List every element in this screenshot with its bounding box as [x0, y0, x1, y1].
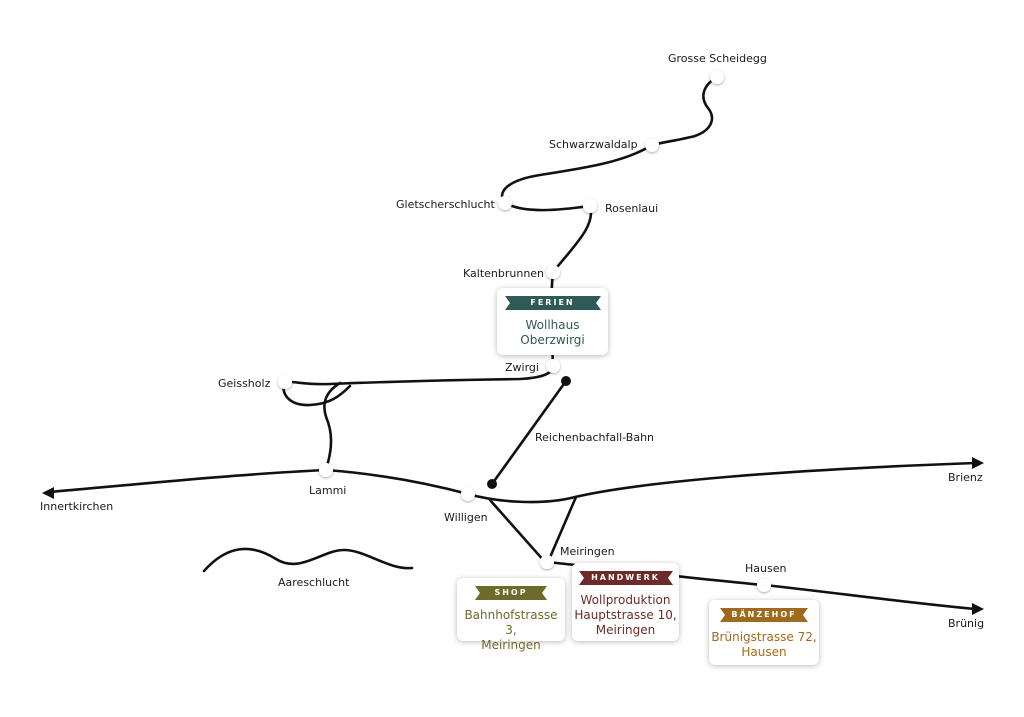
ribbon-shop: SHOP [475, 586, 547, 600]
ribbon-baenzehof-shape [720, 608, 808, 622]
route-geissholz-lammi [323, 381, 342, 472]
node-lammi[interactable] [319, 463, 333, 477]
node-grosse-scheidegg[interactable] [710, 70, 724, 84]
route-brienz-meiringen [546, 495, 578, 564]
ferien-line2: Oberzwirgi [520, 333, 585, 347]
route-willigen-meiringen [488, 498, 547, 564]
label-innertkirchen: Innertkirchen [40, 500, 113, 513]
card-shop[interactable]: SHOP Bahnhofstrasse 3, Meiringen [457, 578, 565, 652]
route-zwirgi-geissholz [283, 364, 555, 386]
label-lammi: Lammi [309, 484, 346, 497]
baenzehof-line2: Hausen [741, 645, 787, 659]
card-baenzehof[interactable]: BÄNZEHOF Brünigstrasse 72, Hausen [709, 600, 819, 665]
handwerk-line1: Wollproduktion [580, 593, 671, 607]
tag-shop: SHOP [494, 588, 528, 597]
route-rosenlaui-kaltenbrunnen [551, 204, 593, 274]
route-geissholz-loop [282, 380, 352, 407]
label-willigen: Willigen [444, 511, 488, 524]
label-bruenig: Brünig [948, 617, 984, 630]
tag-baenzehof: BÄNZEHOF [731, 610, 797, 619]
label-meiringen: Meiringen [560, 545, 615, 558]
label-brienz: Brienz [948, 471, 983, 484]
route-scheidegg-schwarzwaldalp [650, 75, 719, 147]
node-willigen[interactable] [461, 487, 475, 501]
label-rosenlaui: Rosenlaui [605, 202, 658, 215]
node-schwarzwaldalp[interactable] [645, 138, 659, 152]
label-geissholz: Geissholz [218, 377, 271, 390]
node-meiringen[interactable] [540, 555, 554, 569]
card-ferien[interactable]: FERIEN Wollhaus Oberzwirgi [497, 288, 608, 355]
label-aareschlucht: Aareschlucht [278, 576, 350, 589]
route-lammi-willigen [324, 468, 470, 496]
aareschlucht-wave [202, 547, 414, 573]
baenzehof-line1: Brünigstrasse 72, [711, 630, 817, 644]
route-schwarzwaldalp-gletscherschlucht [500, 143, 654, 205]
label-reichenbachfall-bahn: Reichenbachfall-Bahn [535, 431, 654, 444]
route-gletscherschlucht-rosenlaui [503, 201, 592, 212]
arrow-innertkirchen [42, 487, 54, 499]
shop-line1: Bahnhofstrasse 3, [464, 608, 558, 637]
ribbon-ferien: FERIEN [504, 296, 601, 310]
node-gletscherschlucht[interactable] [498, 196, 512, 210]
node-rosenlaui[interactable] [583, 199, 597, 213]
label-zwirgi: Zwirgi [505, 361, 539, 374]
ribbon-shop-shape [475, 586, 547, 600]
label-kaltenbrunnen: Kaltenbrunnen [463, 267, 544, 280]
arrow-brienz [972, 457, 984, 469]
tag-ferien: FERIEN [530, 298, 575, 307]
route-innertkirchen-lammi [48, 468, 328, 494]
card-handwerk[interactable]: HANDWERK Wollproduktion Hauptstrasse 10,… [572, 563, 679, 641]
ribbon-handwerk-shape [578, 571, 673, 585]
label-gletscherschlucht: Gletscherschlucht [396, 198, 495, 211]
node-geissholz[interactable] [278, 375, 292, 389]
route-willigen-brienz [466, 461, 977, 504]
label-hausen: Hausen [745, 562, 786, 575]
reichenbachfall-top-dot [561, 376, 571, 386]
node-zwirgi[interactable] [546, 359, 560, 373]
label-grosse-scheidegg: Grosse Scheidegg [668, 52, 767, 65]
handwerk-line3: Meiringen [595, 623, 656, 637]
shop-line2: Meiringen [481, 638, 541, 652]
reichenbachfall-bottom-dot [487, 479, 497, 489]
label-schwarzwaldalp: Schwarzwaldalp [549, 138, 638, 151]
node-hausen[interactable] [757, 578, 771, 592]
node-kaltenbrunnen[interactable] [546, 265, 560, 279]
tag-handwerk: HANDWERK [591, 573, 660, 582]
route-reichenbachfall-bahn [490, 379, 568, 486]
ferien-line1: Wollhaus [525, 318, 580, 332]
handwerk-line2: Hauptstrasse 10, [574, 608, 677, 622]
ribbon-ferien-shape [504, 296, 601, 310]
ribbon-handwerk: HANDWERK [578, 571, 673, 585]
arrow-bruenig [972, 603, 984, 615]
ribbon-baenzehof: BÄNZEHOF [720, 608, 808, 622]
